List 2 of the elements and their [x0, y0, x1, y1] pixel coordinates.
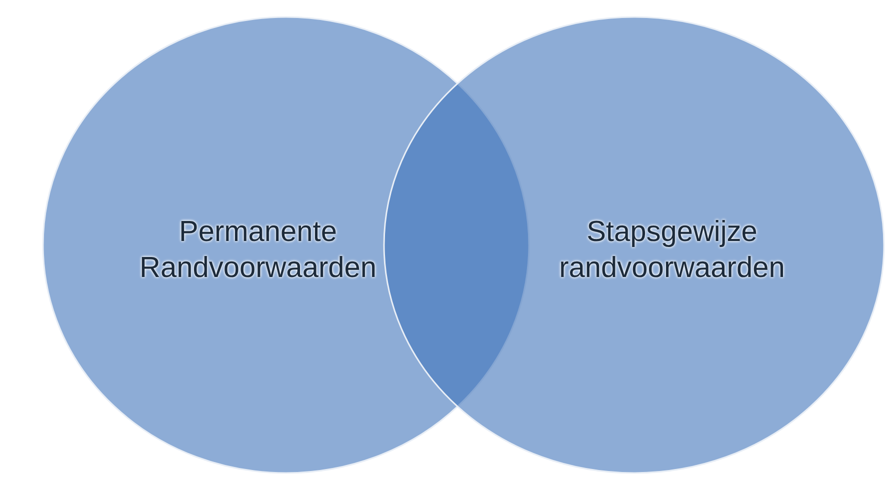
circle-label: Stapsgewijze randvoorwaarden	[558, 215, 786, 286]
circle-label: Permanente Randvoorwaarden	[138, 215, 378, 286]
